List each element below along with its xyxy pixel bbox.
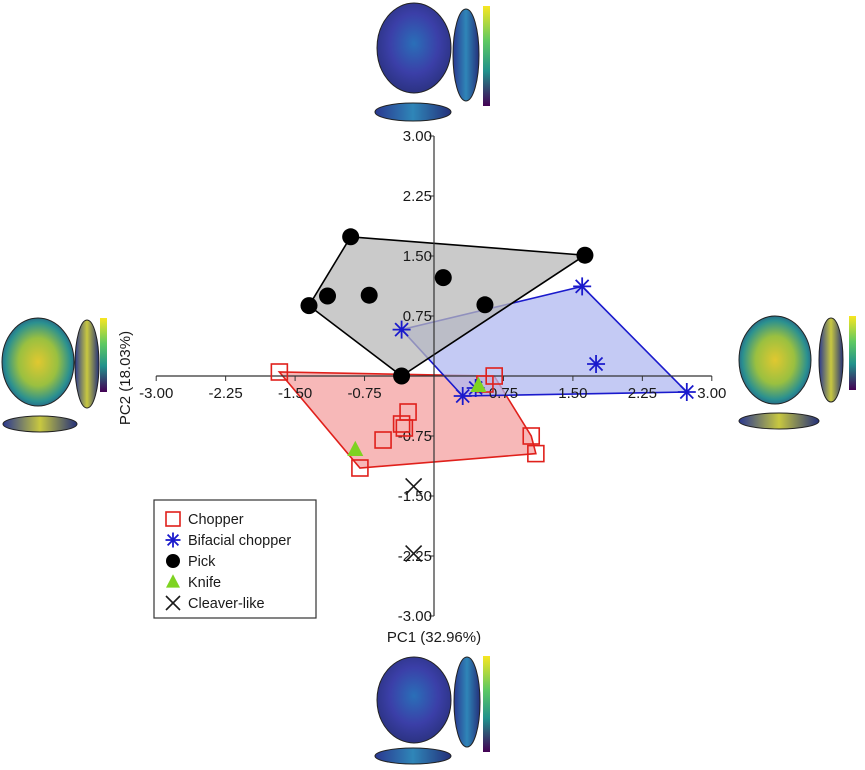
point-bifacial-chopper [453, 387, 472, 405]
point-bifacial-chopper [573, 277, 592, 296]
legend-marker-knife [166, 574, 180, 588]
y-axis-label: PC2 (18.03%) [117, 331, 134, 425]
x-tick-label: 3.00 [697, 385, 726, 402]
point-cleaver-like [405, 545, 423, 563]
legend-box [153, 499, 317, 619]
point-pick [342, 228, 360, 246]
point-pick [393, 367, 411, 385]
point-chopper [270, 363, 289, 381]
shape-thumbnail-bottom [374, 656, 490, 765]
point-bifacial-chopper [587, 355, 606, 373]
x-tick-label: 2.25 [628, 385, 657, 402]
legend-label-pick: Pick [188, 554, 216, 570]
legend-label-bifacial-chopper: Bifacial chopper [188, 533, 291, 549]
x-tick-label: 0.75 [489, 385, 518, 402]
point-chopper [351, 459, 369, 477]
x-tick-label: -3.00 [139, 385, 173, 402]
point-chopper [395, 419, 414, 437]
point-chopper [522, 427, 541, 445]
point-pick [576, 246, 594, 264]
point-pick [319, 287, 337, 305]
legend-marker-bifacial-chopper [165, 532, 181, 548]
point-pick [434, 269, 452, 287]
point-knife [347, 440, 364, 456]
axes: -3.00 -2.25 -1.50 -0.75 0.75 1.50 2.25 3.00 3.00… [139, 128, 726, 625]
point-pick [476, 296, 494, 314]
point-pick [300, 297, 318, 315]
point-bifacial-chopper [392, 320, 411, 339]
y-tick-label: -2.25 [398, 548, 432, 565]
y-tick-label: 3.00 [403, 128, 432, 145]
legend-label-chopper: Chopper [188, 512, 244, 528]
data-points [270, 228, 696, 563]
shape-thumbnail-left [1, 317, 107, 433]
y-tick-label: 0.75 [403, 308, 432, 325]
legend-marker-chopper [165, 511, 181, 527]
point-bifacial-chopper [677, 383, 696, 401]
y-tick-label: 1.50 [403, 248, 432, 265]
legend-marker-cleaver-like [165, 595, 181, 611]
x-tick-label: 1.50 [558, 385, 587, 402]
shape-thumbnail-top [374, 2, 490, 122]
x-tick-label: -0.75 [347, 385, 381, 402]
x-tick-label: -2.25 [209, 385, 243, 402]
point-chopper [392, 415, 411, 433]
point-chopper [527, 444, 545, 463]
legend-label-cleaver-like: Cleaver-like [188, 596, 265, 612]
x-tick-label: -1.50 [278, 385, 312, 402]
y-tick-label: -3.00 [398, 608, 432, 625]
point-knife [470, 376, 487, 392]
point-pick [360, 286, 378, 304]
y-tick-label: 2.25 [403, 188, 432, 205]
point-cleaver-like [405, 477, 423, 495]
x-axis-label: PC1 (32.96%) [387, 629, 481, 646]
convex-hulls [277, 235, 689, 469]
legend-label-knife: Knife [188, 575, 221, 591]
shape-thumbnail-right [738, 315, 856, 430]
legend-marker-pick [166, 554, 180, 568]
point-chopper [374, 431, 392, 449]
y-tick-label: -1.50 [398, 488, 432, 505]
